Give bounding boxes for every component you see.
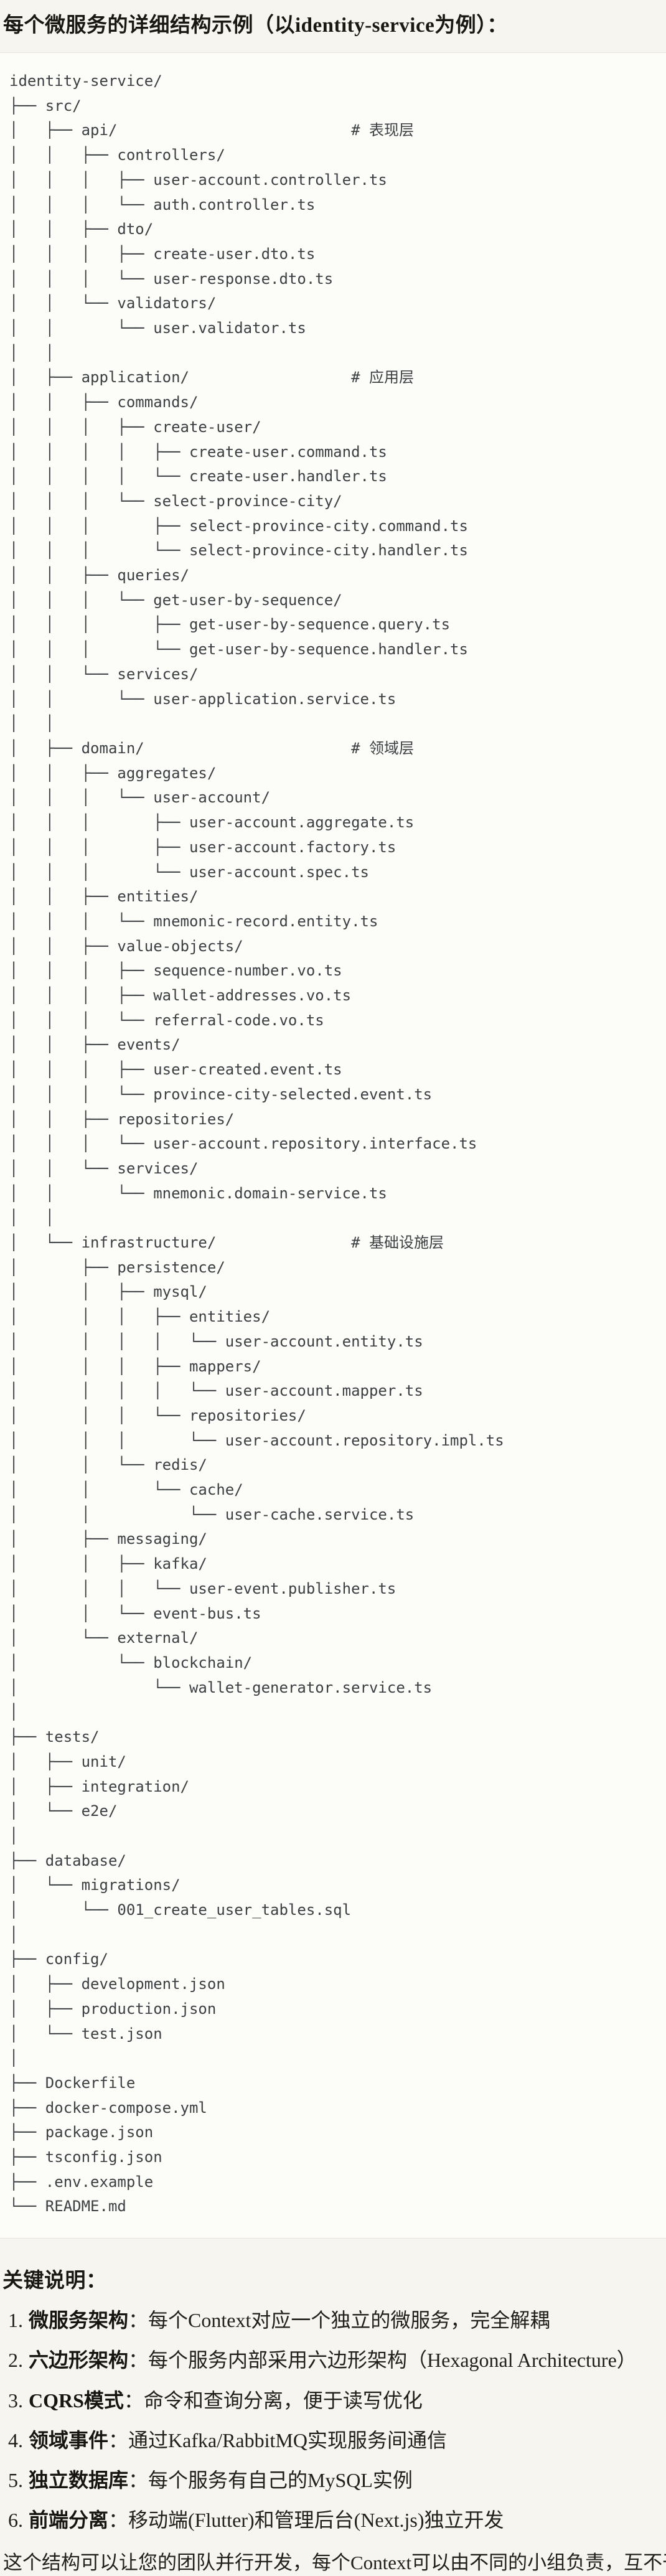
note-text: ：每个服务有自己的MySQL实例	[128, 2468, 413, 2491]
note-term: 微服务架构	[29, 2309, 129, 2332]
file-tree-code-block: identity-service/ ├── src/ │ ├── api/ # …	[0, 52, 666, 2239]
note-item-domain-events: 4. 领域事件：通过Kafka/RabbitMQ实现服务间通信	[2, 2427, 662, 2454]
note-text: ：移动端(Flutter)和管理后台(Next.js)独立开发	[108, 2509, 504, 2532]
note-number: 3.	[8, 2389, 23, 2412]
note-term: 领域事件	[29, 2428, 109, 2451]
note-item-microservice: 1. 微服务架构：每个Context对应一个独立的微服务，完全解耦	[2, 2307, 662, 2334]
file-tree-text: identity-service/ ├── src/ │ ├── api/ # …	[9, 72, 504, 2216]
note-number: 4.	[8, 2428, 23, 2451]
note-number: 5.	[8, 2468, 23, 2491]
note-text: ：每个服务内部采用六边形架构（Hexagonal Architecture）	[128, 2349, 637, 2372]
note-term: 六边形架构	[29, 2349, 129, 2372]
note-item-frontend-split: 6. 前端分离：移动端(Flutter)和管理后台(Next.js)独立开发	[2, 2507, 662, 2534]
note-text: ：命令和查询分离，便于读写优化	[123, 2389, 423, 2412]
note-term: CQRS模式	[29, 2389, 124, 2412]
note-item-hexagonal: 2. 六边形架构：每个服务内部采用六边形架构（Hexagonal Architec…	[2, 2347, 662, 2374]
closing-paragraph: 这个结构可以让您的团队并行开发，每个Context可以由不同的小组负责，互不干扰…	[3, 2552, 666, 2574]
note-text: ：每个Context对应一个独立的微服务，完全解耦	[128, 2309, 550, 2332]
key-notes-heading: 关键说明：	[2, 2270, 107, 2293]
note-number: 2.	[8, 2349, 23, 2372]
note-item-independent-db: 5. 独立数据库：每个服务有自己的MySQL实例	[2, 2467, 662, 2494]
page: 每个微服务的详细结构示例（以identity-service为例）： ident…	[0, 8, 666, 2576]
note-number: 6.	[8, 2509, 23, 2532]
note-term: 独立数据库	[29, 2468, 129, 2491]
note-text: ：通过Kafka/RabbitMQ实现服务间通信	[108, 2428, 447, 2451]
note-item-cqrs: 3. CQRS模式：命令和查询分离，便于读写优化	[2, 2387, 662, 2414]
note-number: 1.	[8, 2309, 23, 2332]
page-title: 每个微服务的详细结构示例（以identity-service为例）：	[3, 14, 508, 37]
note-term: 前端分离	[29, 2509, 109, 2532]
key-notes-section: 关键说明： 1. 微服务架构：每个Context对应一个独立的微服务，完全解耦 2…	[0, 2263, 666, 2576]
